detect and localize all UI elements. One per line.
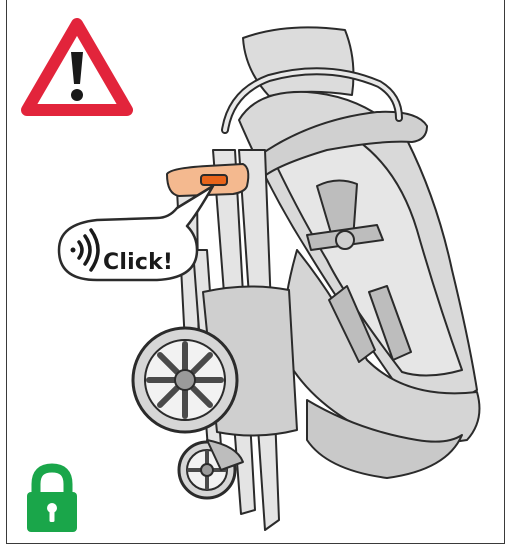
instruction-panel: Click! (6, 0, 505, 544)
click-callout-bubble (37, 180, 227, 300)
click-text: Click! (103, 250, 173, 275)
padlock-locked-icon (23, 462, 81, 534)
